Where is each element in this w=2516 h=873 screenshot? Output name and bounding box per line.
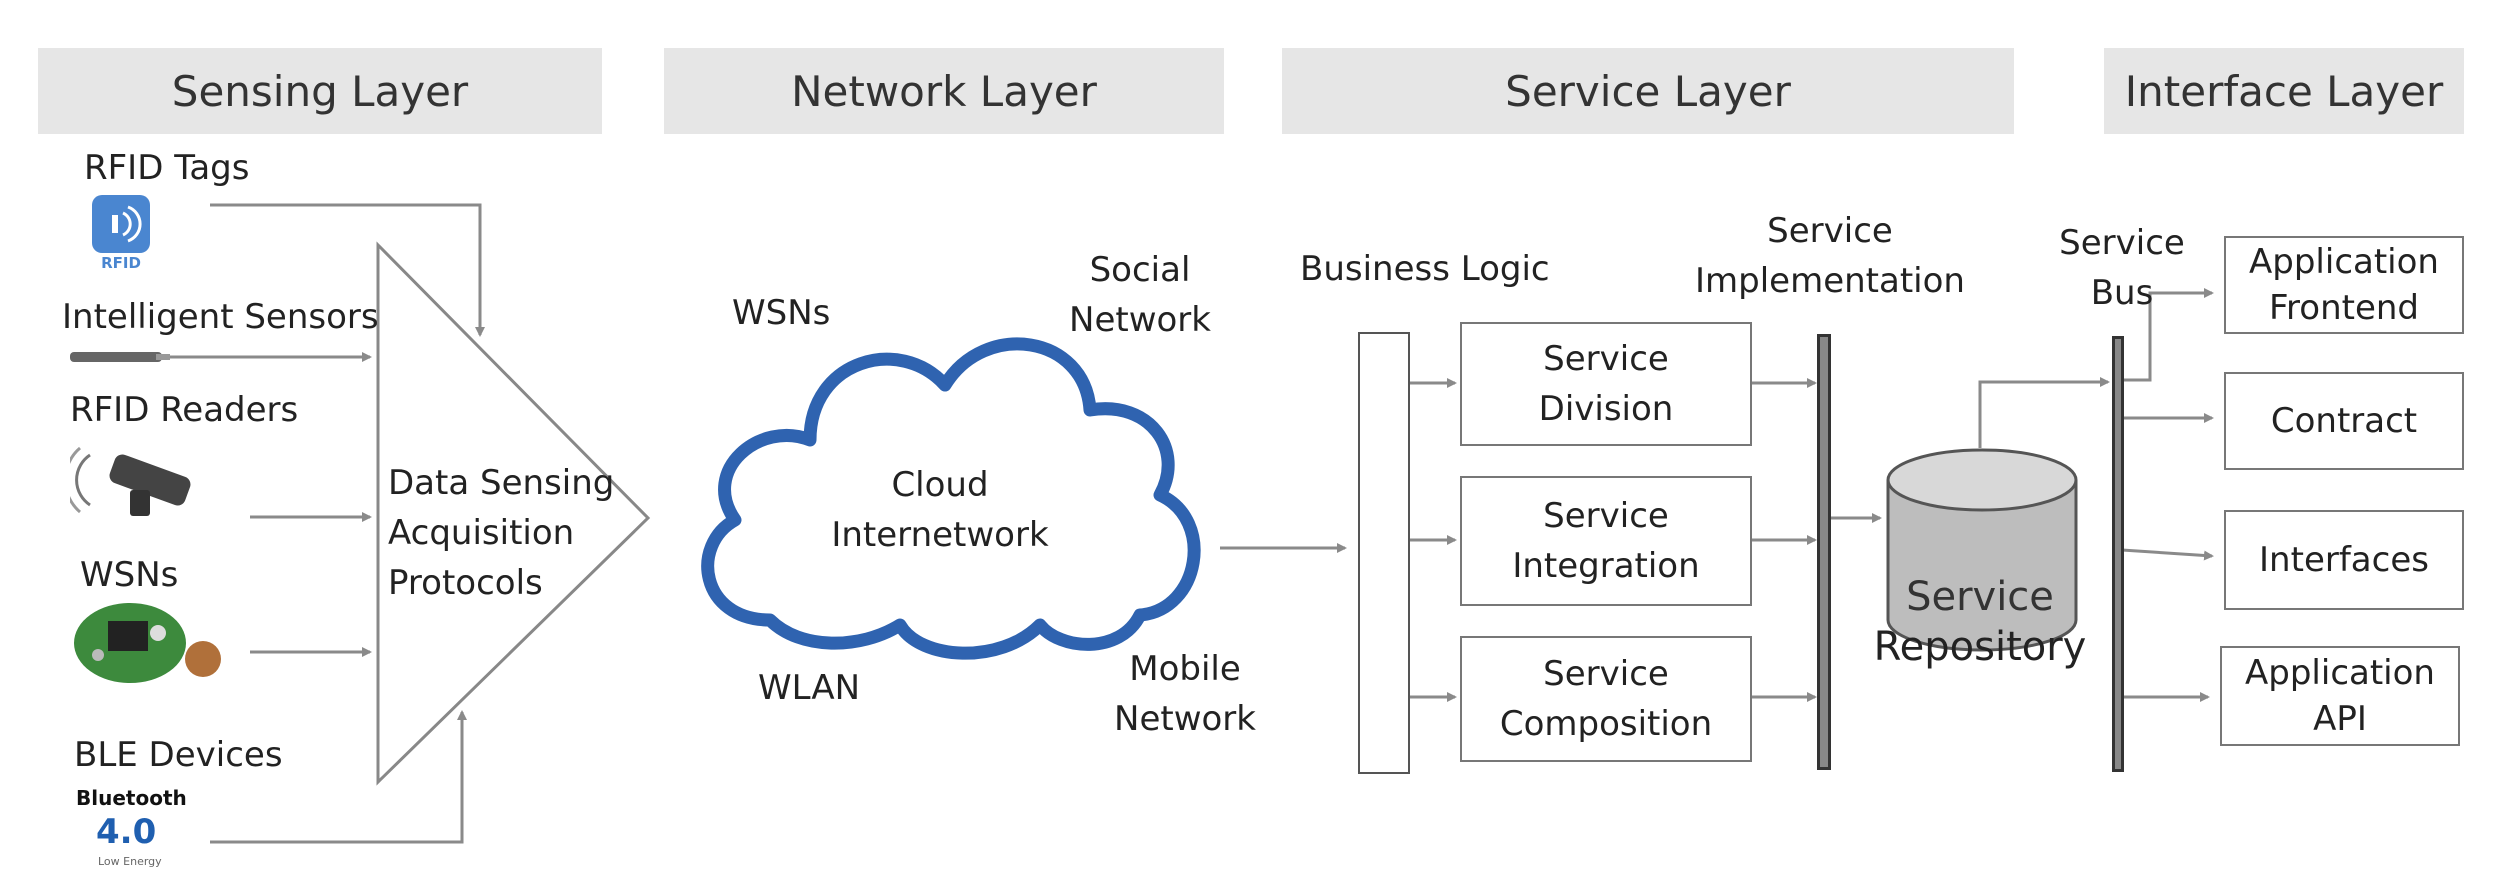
integration-line1: Service xyxy=(1543,496,1669,536)
label-intelligent-sensors: Intelligent Sensors xyxy=(62,297,379,337)
header-interface-layer: Interface Layer xyxy=(2104,48,2464,134)
interfaces-label: Interfaces xyxy=(2259,540,2429,580)
division-line1: Service xyxy=(1543,339,1669,379)
division-line2: Division xyxy=(1538,389,1674,429)
rfid-reader-icon xyxy=(63,440,200,520)
label-protocol-line3: Protocols xyxy=(388,563,543,603)
protocol-triangle xyxy=(376,241,651,786)
arrow-repository-to-bus xyxy=(1978,377,2110,448)
label-mobile-line2: Network xyxy=(1114,699,1256,739)
header-network-layer: Network Layer xyxy=(664,48,1224,134)
label-cloud-line2: Internetwork xyxy=(831,515,1049,555)
integration-line2: Integration xyxy=(1512,546,1700,586)
composition-line2: Composition xyxy=(1499,704,1713,744)
label-impl-line1: Service xyxy=(1767,211,1893,251)
business-logic-bar xyxy=(1358,332,1410,774)
interfaces-box: Interfaces xyxy=(2224,510,2464,610)
label-wsns-sensing: WSNs xyxy=(80,555,179,595)
api-line2: API xyxy=(2313,699,2367,739)
arrow-ble-devices xyxy=(210,710,467,844)
header-service-layer: Service Layer xyxy=(1282,48,2014,134)
bluetooth-version: 4.0 xyxy=(96,812,156,852)
database-cylinder-icon xyxy=(1886,448,2078,652)
sensor-probe-icon xyxy=(70,348,170,366)
contract-box: Contract xyxy=(2224,372,2464,470)
label-social-line1: Social xyxy=(1089,250,1191,290)
label-protocol-line2: Acquisition xyxy=(388,513,575,553)
label-rfid-readers: RFID Readers xyxy=(70,390,299,430)
api-line1: Application xyxy=(2245,653,2435,693)
bluetooth-sub: Low Energy xyxy=(98,855,162,868)
service-composition-box: Service Composition xyxy=(1460,636,1752,762)
composition-line1: Service xyxy=(1543,654,1669,694)
label-wsns-network: WSNs xyxy=(732,293,831,333)
arrow-rfid-tags xyxy=(210,203,485,337)
cloud-icon xyxy=(701,337,1201,660)
header-sensing-layer: Sensing Layer xyxy=(38,48,602,134)
contract-label: Contract xyxy=(2270,401,2418,441)
label-bus-line2: Bus xyxy=(2090,273,2154,313)
label-bus-line1: Service xyxy=(2059,223,2185,263)
service-implementation-bar xyxy=(1817,334,1831,770)
bluetooth-word: Bluetooth xyxy=(76,786,186,810)
arrow-bus-to-interfaces xyxy=(2121,548,2214,561)
frontend-line2: Frontend xyxy=(2268,288,2420,328)
bluetooth-logo-icon: Bluetooth 4.0 Low Energy xyxy=(76,785,187,869)
label-rfid-tags: RFID Tags xyxy=(84,148,250,188)
service-bus-bar xyxy=(2112,336,2124,772)
rfid-tag-icon: RFID xyxy=(90,193,152,272)
rfid-icon-text: RFID xyxy=(101,254,141,271)
wsn-board-icon xyxy=(68,593,238,689)
service-division-box: Service Division xyxy=(1460,322,1752,446)
service-integration-box: Service Integration xyxy=(1460,476,1752,606)
label-wlan: WLAN xyxy=(758,668,861,708)
label-protocol-line1: Data Sensing xyxy=(388,463,615,503)
label-repo-line2: Repository xyxy=(1873,624,2087,670)
label-social-line2: Network xyxy=(1069,300,1211,340)
label-cloud-line1: Cloud xyxy=(891,465,989,505)
label-mobile-line1: Mobile xyxy=(1129,649,1241,689)
label-ble-devices: BLE Devices xyxy=(74,735,283,775)
application-frontend-box: Application Frontend xyxy=(2224,236,2464,334)
label-impl-line2: Implementation xyxy=(1695,261,1965,301)
arrow-bus-to-frontend xyxy=(2122,288,2214,382)
label-business-logic: Business Logic xyxy=(1300,249,1550,289)
frontend-line1: Application xyxy=(2249,242,2439,282)
application-api-box: Application API xyxy=(2220,646,2460,746)
label-repo-line1: Service xyxy=(1906,574,2054,620)
